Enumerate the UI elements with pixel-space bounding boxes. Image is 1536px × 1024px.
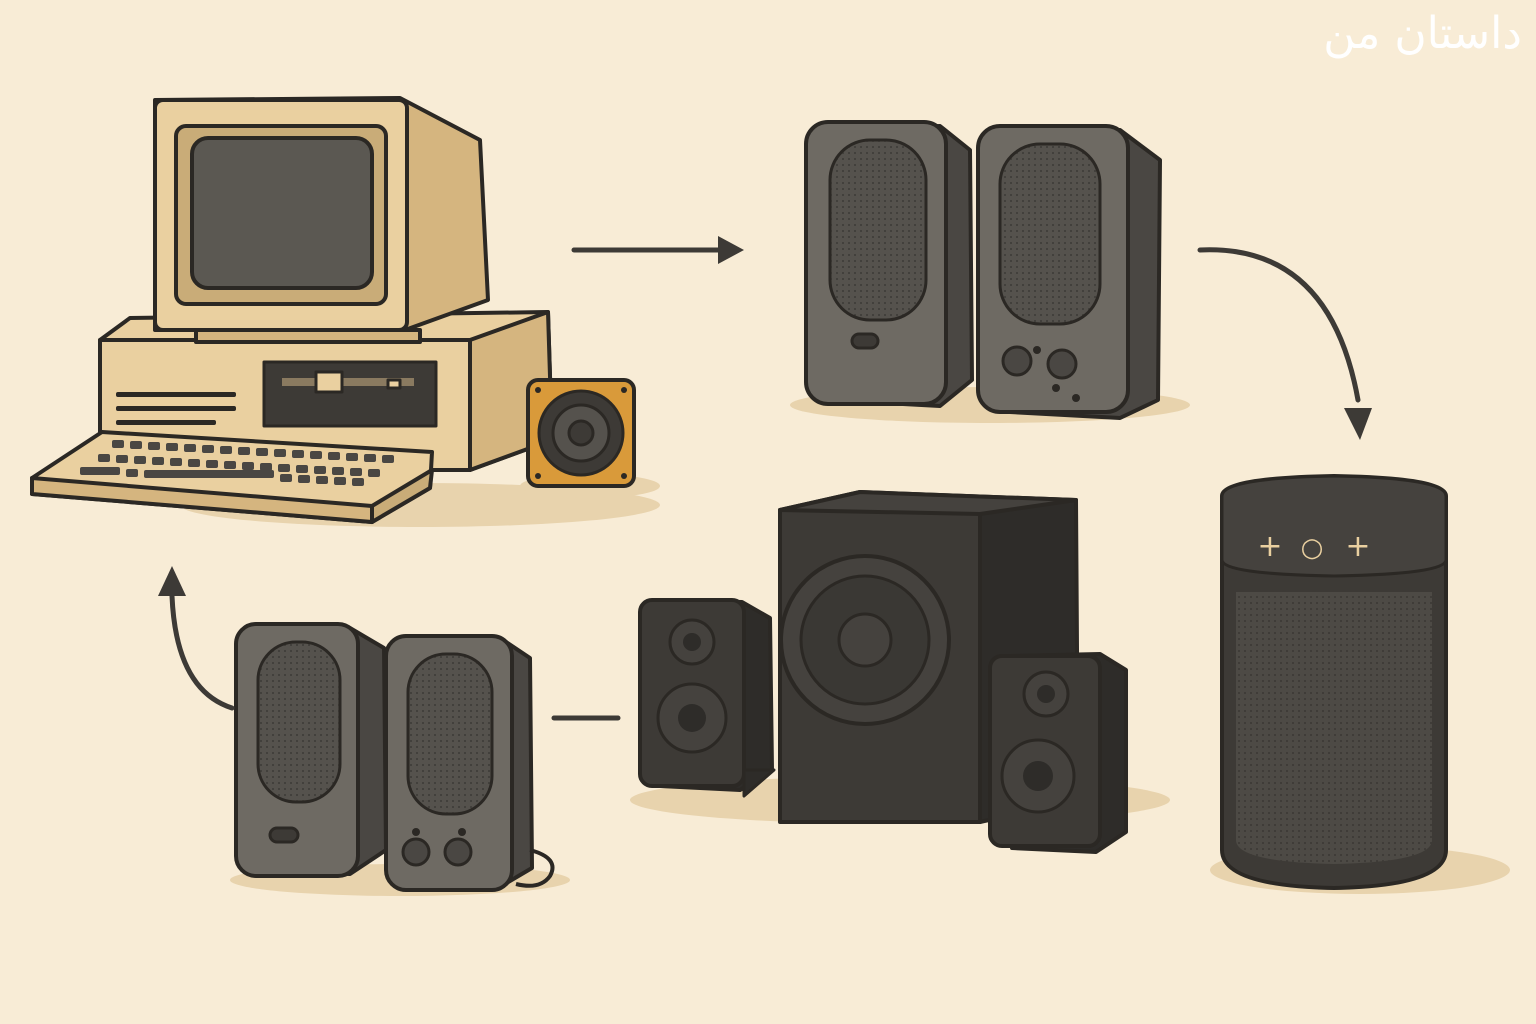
smart-speaker-button-plus-left: + — [1257, 529, 1282, 564]
arrow-compact-to-computer — [169, 593, 235, 711]
smart-speaker-button-plus-right: + — [1345, 529, 1370, 564]
surround-system-icon — [630, 490, 1170, 854]
smart-speaker-button-power: ○ — [1301, 533, 1324, 563]
watermark-text: داستان من — [1323, 8, 1522, 59]
compact-speakers-icon — [230, 622, 570, 896]
retro-computer-icon — [30, 96, 660, 527]
smart-speaker-icon: + ○ + — [1210, 474, 1510, 894]
wooden-speaker-icon — [520, 378, 660, 498]
desktop-speakers-icon — [790, 120, 1190, 423]
arrow-desktop-to-smart-speaker — [1197, 247, 1361, 403]
flow-arrows — [158, 236, 1372, 721]
